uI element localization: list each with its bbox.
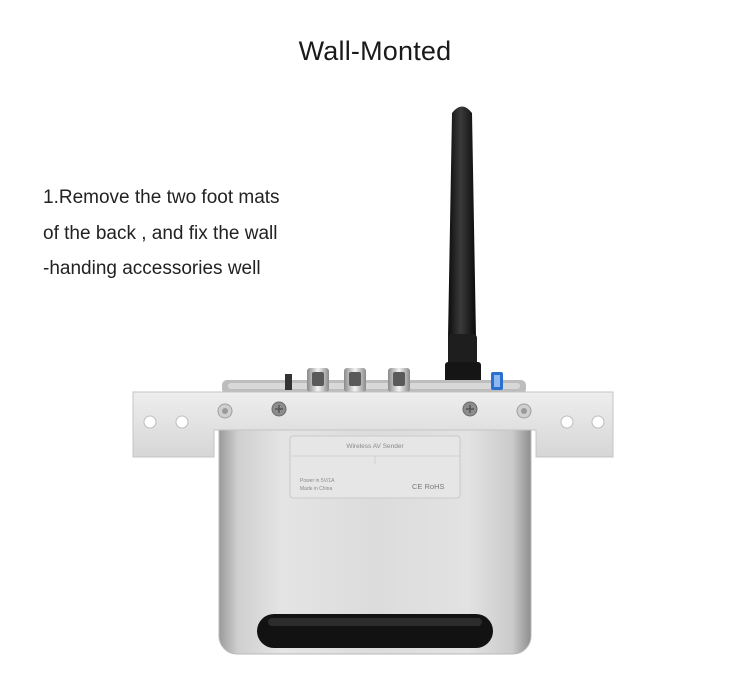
instruction-line-2: of the back , and fix the wall xyxy=(43,222,278,244)
label-title: Wireless AV Sender xyxy=(346,443,404,450)
rca-connectors xyxy=(285,368,503,392)
product-label: Wireless AV Sender Power in 5V/1A Made i… xyxy=(289,435,461,499)
wall-bracket xyxy=(132,391,614,458)
label-cert: CE RoHS xyxy=(412,482,445,491)
instruction-text: 1.Remove the two foot mats of the back ,… xyxy=(43,180,373,287)
label-power: Power in 5V/1A xyxy=(300,478,335,484)
instruction-line-1: 1.Remove the two foot mats xyxy=(43,187,280,208)
instruction-line-3: -handing accessories well xyxy=(43,258,261,279)
antenna xyxy=(445,106,481,388)
label-origin: Made in China xyxy=(300,486,332,492)
foot-pad xyxy=(257,614,493,648)
device-top-edge xyxy=(222,380,526,394)
page-title: Wall-Monted xyxy=(298,36,452,66)
